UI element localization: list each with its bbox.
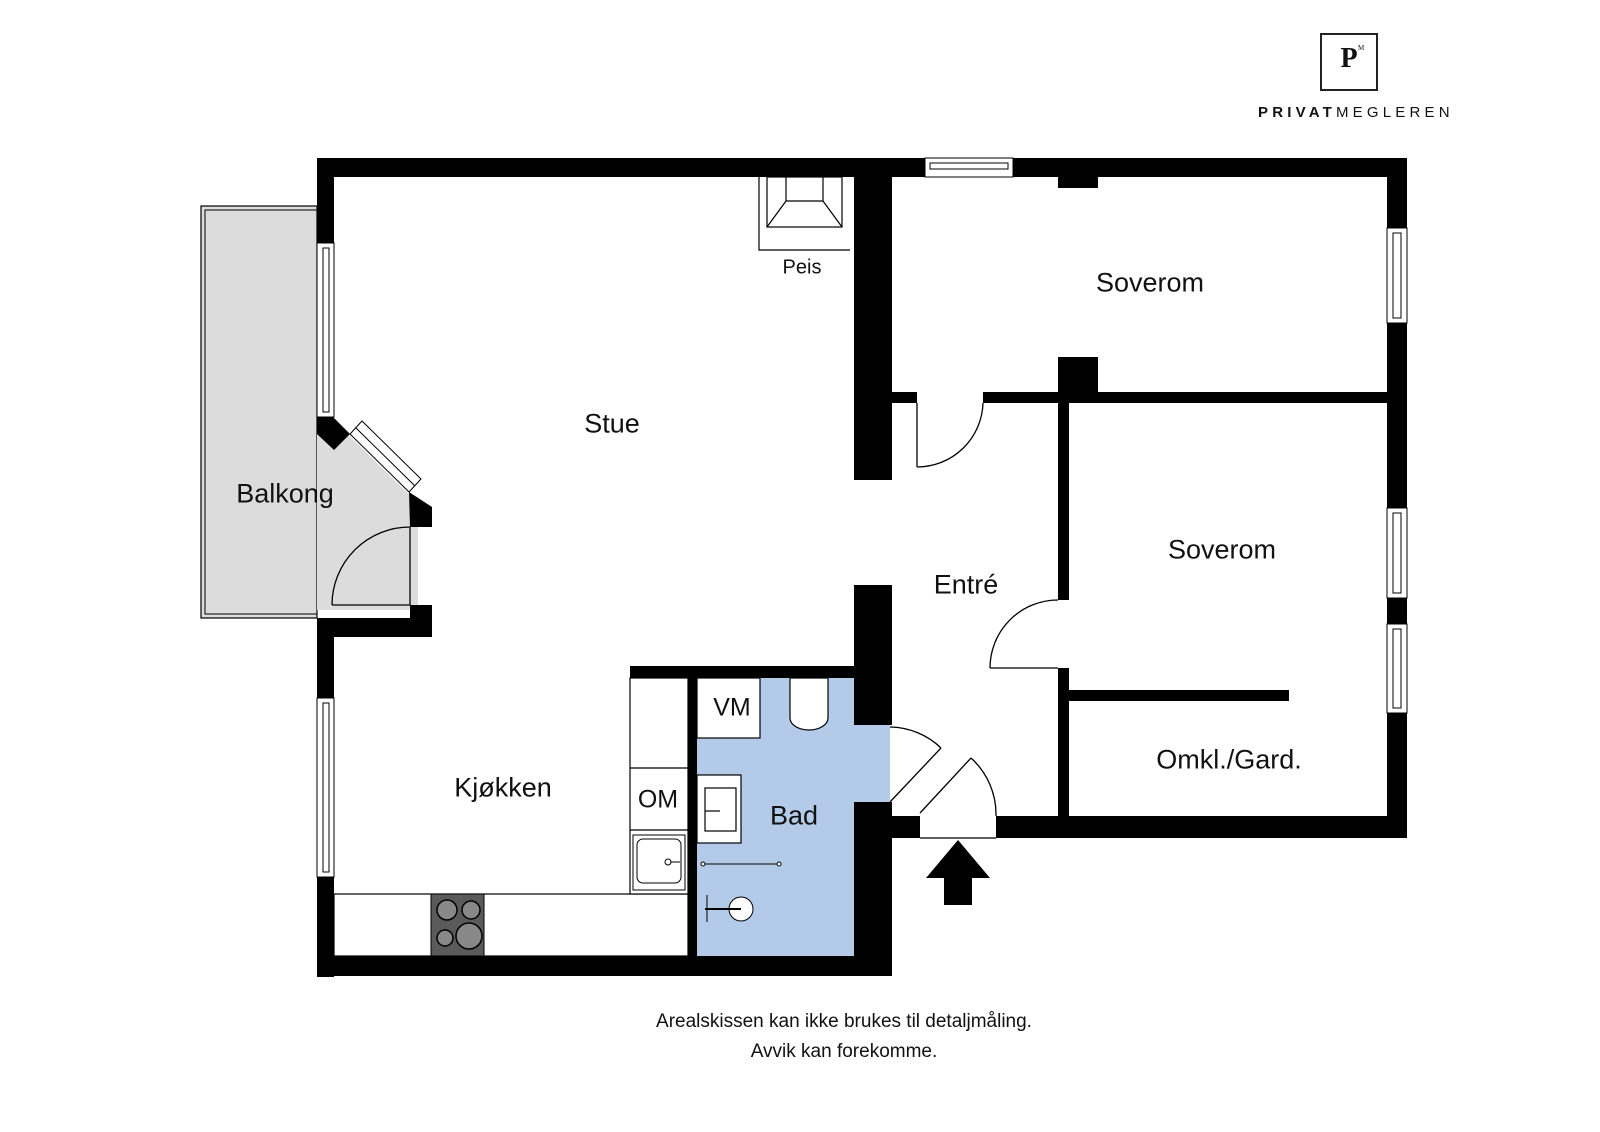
shower-icon <box>700 861 782 922</box>
room-label-kjokken: Kjøkken <box>454 772 552 803</box>
disclaimer-line-1: Arealskissen kan ikke brukes til detaljm… <box>656 1011 1032 1032</box>
disclaimer-line-2: Avvik kan forekomme. <box>750 1041 938 1062</box>
kitchen-counter <box>333 677 689 957</box>
entrance-arrow-icon <box>926 840 990 905</box>
brand-name-bold: PRIVAT <box>1258 104 1336 121</box>
brand-logo: P M <box>1320 33 1378 91</box>
room-label-stue: Stue <box>584 408 640 439</box>
balcony <box>200 205 418 619</box>
windows <box>316 157 1408 878</box>
doors <box>331 402 1059 839</box>
fixture-label-om: OM <box>637 785 679 814</box>
room-label-soverom-1: Soverom <box>1095 267 1205 298</box>
brand-name-regular: MEGLEREN <box>1335 104 1454 121</box>
room-label-balkong: Balkong <box>236 478 334 509</box>
fireplace-icon <box>758 176 850 251</box>
room-label-soverom-2: Soverom <box>1167 534 1277 565</box>
room-label-bad: Bad <box>769 800 819 831</box>
logo-letter: P <box>1340 43 1358 74</box>
toilet-icon <box>789 677 829 731</box>
fixture-label-peis: Peis <box>782 256 822 279</box>
stove-icon <box>430 893 485 957</box>
room-label-entre: Entré <box>933 569 999 600</box>
room-label-omkl-gard: Omkl./Gard. <box>1156 744 1302 775</box>
sink-icon <box>632 834 686 891</box>
walls <box>317 158 1407 977</box>
logo-superscript: M <box>1358 44 1365 52</box>
washing-machine <box>696 677 761 739</box>
brand-name: PRIVATMEGLEREN <box>1258 104 1454 121</box>
fixture-label-vm: VM <box>713 693 751 722</box>
